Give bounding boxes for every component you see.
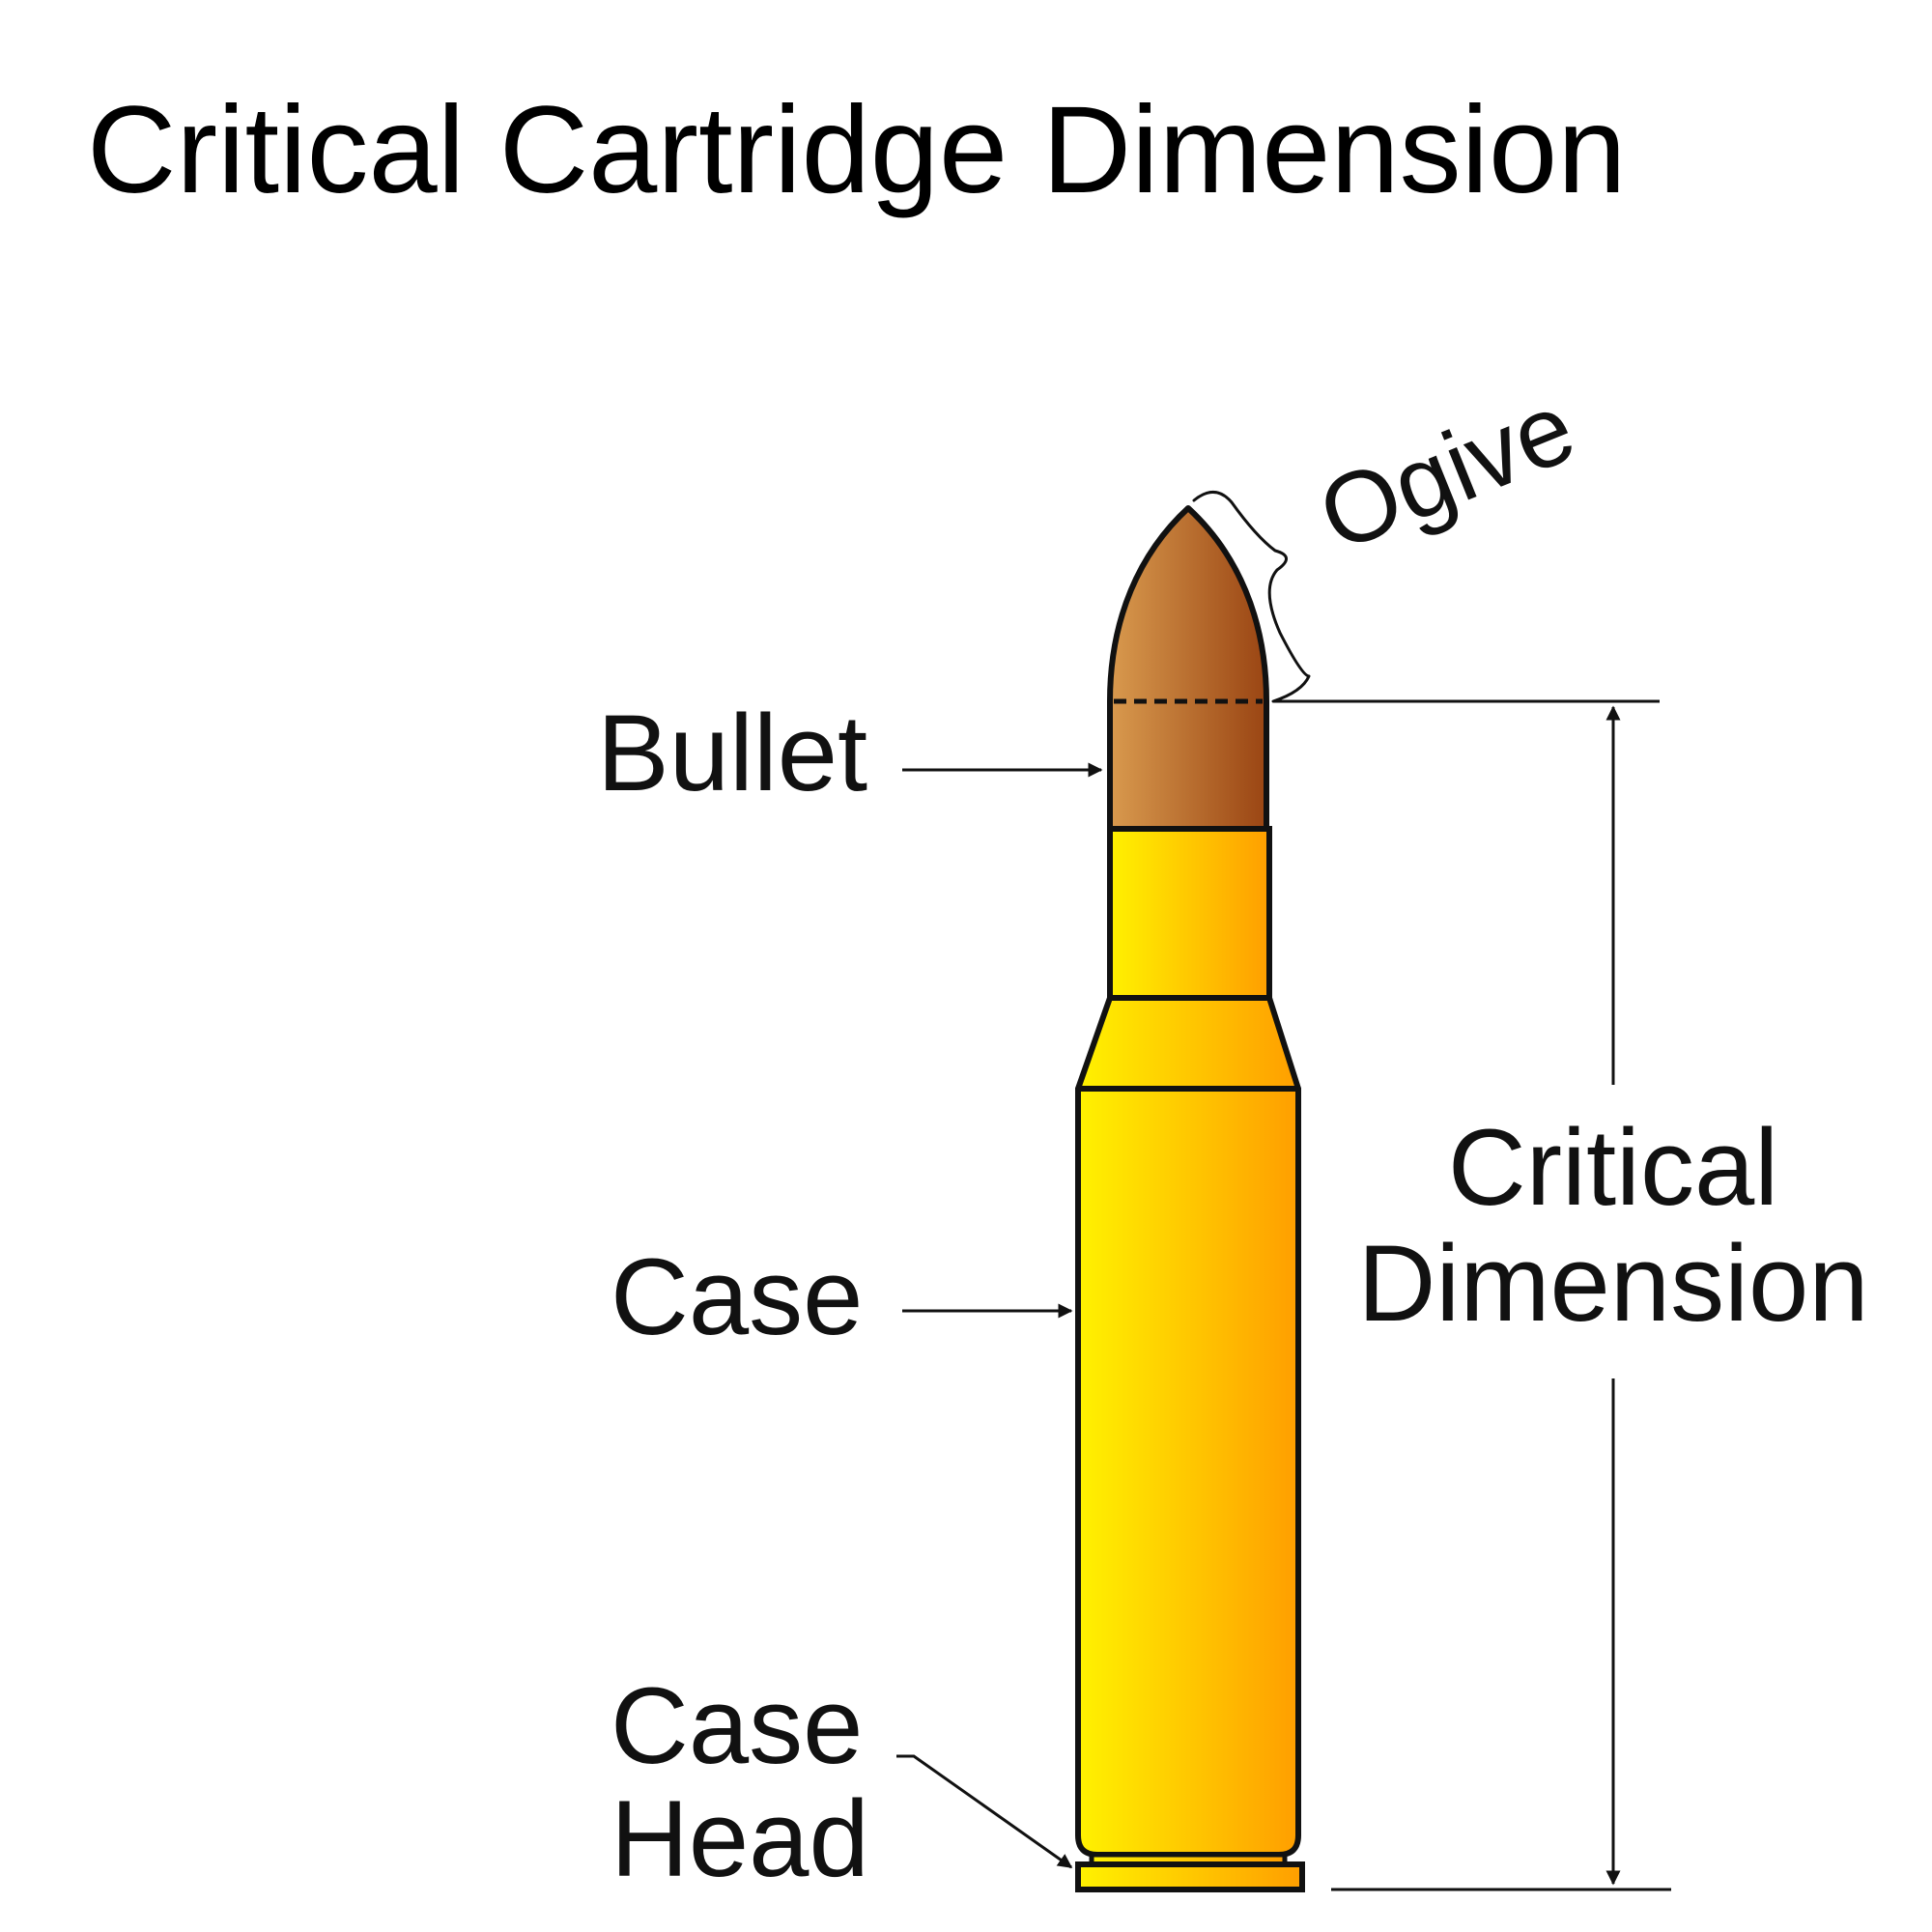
ogive-label: Ogive — [1304, 371, 1589, 573]
case — [1075, 826, 1305, 1892]
bullet — [1107, 505, 1269, 832]
page-title: Critical Cartridge Dimension — [87, 81, 1627, 219]
case-head-label-line1: Case — [611, 1665, 863, 1786]
case-neck — [1107, 826, 1272, 1001]
critical-dimension-label-line2: Dimension — [1357, 1223, 1868, 1344]
case-head-label-line2: Head — [611, 1778, 869, 1899]
case-head-label: Case Head — [611, 1665, 869, 1899]
ogive-brace — [1192, 491, 1311, 703]
bullet-body — [1107, 505, 1269, 832]
case-head-rim — [1075, 1861, 1305, 1892]
case-shoulder — [1075, 995, 1301, 1092]
critical-dimension-label: Critical Dimension — [1357, 1107, 1868, 1344]
critical-dimension-label-line1: Critical — [1448, 1107, 1778, 1228]
case-body — [1075, 1086, 1301, 1858]
case-head-leader — [896, 1754, 1073, 1869]
bullet-label: Bullet — [597, 693, 867, 813]
case-label: Case — [611, 1236, 863, 1357]
